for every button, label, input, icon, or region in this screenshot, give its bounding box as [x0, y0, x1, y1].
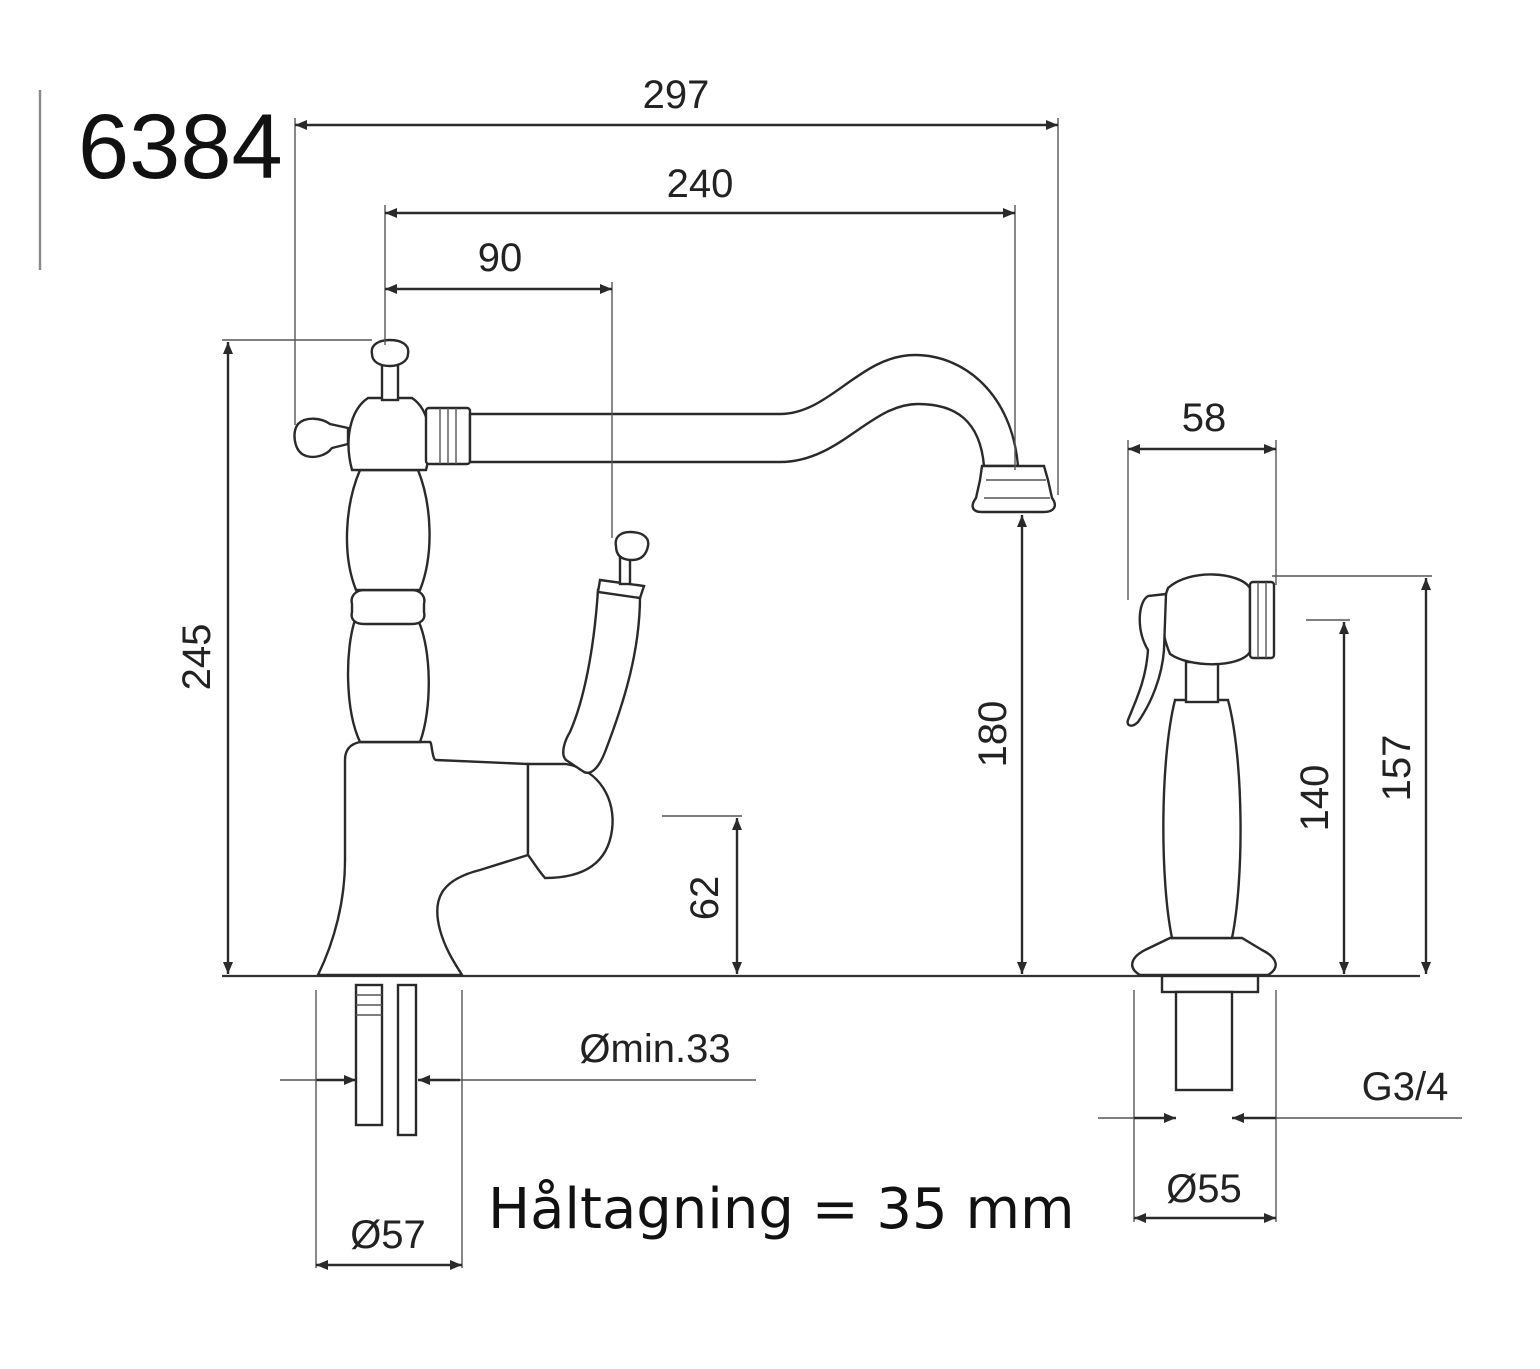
dim-label-pipe-min: Ømin.33: [579, 1027, 730, 1071]
tap-column-lower: [346, 618, 430, 744]
dim-label-140: 140: [1293, 765, 1337, 832]
tap-column-ring: [350, 588, 426, 626]
lever-handle: [562, 588, 642, 774]
spray-trigger: [1126, 592, 1168, 727]
dim-label-240: 240: [667, 162, 734, 206]
tap-head: [347, 396, 432, 472]
tap-cross-handle-left: [293, 417, 350, 459]
model-number: 6384: [78, 96, 283, 198]
dim-label-90: 90: [478, 236, 523, 280]
tap-base: [316, 740, 530, 977]
hole-size-note: Håltagning = 35 mm: [488, 1177, 1075, 1242]
dim-label-62: 62: [683, 876, 727, 921]
dim-label-157: 157: [1375, 735, 1419, 802]
supply-pipe: [354, 983, 384, 1127]
dim-label-297: 297: [643, 73, 710, 117]
hand-spray: [1126, 573, 1277, 1092]
spray-grip: [1162, 698, 1242, 940]
spray-shank: [1174, 990, 1234, 1092]
tap-cross-knob-top: [370, 338, 410, 368]
dim-label-base-57: Ø57: [350, 1213, 426, 1257]
lever-knob: [614, 530, 650, 562]
dim-label-spray-55: Ø55: [1166, 1167, 1242, 1211]
hose-pipe: [396, 983, 418, 1137]
spout-aerator: [971, 464, 1056, 514]
dim-label-180: 180: [971, 701, 1015, 768]
tap-column-upper: [345, 468, 431, 592]
tap-spout: [468, 353, 1020, 468]
spray-neck: [1184, 660, 1220, 704]
dimension-lines: [222, 118, 1462, 1270]
spray-head: [1161, 573, 1252, 666]
dim-label-245: 245: [175, 624, 219, 691]
dim-label-thread: G3/4: [1362, 1065, 1449, 1109]
kitchen-tap: [293, 338, 1056, 1137]
spray-nut: [1160, 974, 1260, 994]
spray-base: [1131, 936, 1277, 977]
spray-nozzle: [1248, 580, 1276, 660]
dim-label-58: 58: [1182, 396, 1227, 440]
lever-hub: [526, 762, 614, 880]
